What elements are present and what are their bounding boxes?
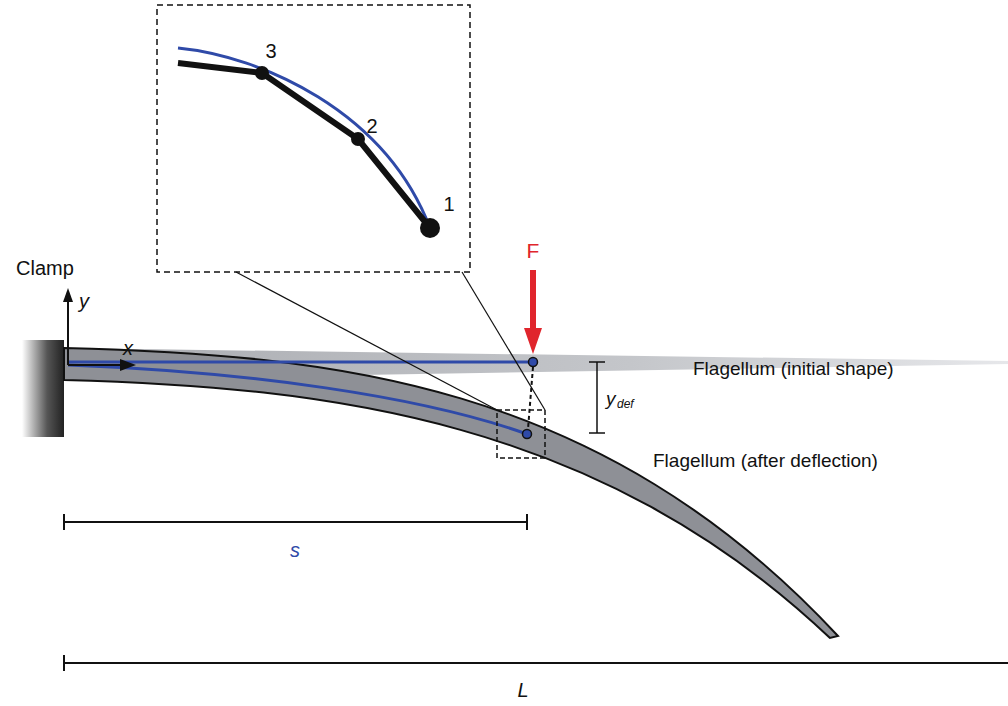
inset-box bbox=[157, 5, 470, 272]
displacement-line bbox=[528, 367, 533, 429]
dimension-line bbox=[64, 521, 527, 523]
callout-number: 2 bbox=[366, 116, 377, 136]
arrowhead bbox=[63, 288, 73, 302]
zoom-box bbox=[497, 410, 545, 458]
label: Flagellum (initial shape) bbox=[693, 359, 894, 378]
callout-number: 3 bbox=[265, 41, 276, 61]
label: Flagellum (after deflection) bbox=[653, 451, 878, 470]
centerline-deflected bbox=[68, 365, 527, 434]
dimension-bracket bbox=[596, 362, 598, 433]
arrowhead bbox=[524, 328, 542, 354]
leader-line bbox=[236, 272, 497, 410]
point bbox=[529, 358, 538, 367]
axis-label: x bbox=[123, 338, 133, 358]
tick bbox=[526, 514, 528, 530]
callout-number: 1 bbox=[443, 194, 454, 214]
flagellum-deflected bbox=[64, 348, 838, 638]
y-axis bbox=[67, 300, 69, 365]
node-point bbox=[420, 218, 440, 238]
point bbox=[523, 430, 532, 439]
arrowhead bbox=[120, 359, 136, 371]
axis-label: y bbox=[79, 291, 89, 311]
segment-chain bbox=[178, 63, 430, 228]
tick bbox=[63, 655, 65, 671]
node-point bbox=[255, 66, 269, 80]
label: Clamp bbox=[16, 258, 74, 278]
centerline-initial bbox=[68, 361, 533, 364]
dimension-label: y bbox=[606, 389, 616, 408]
tick bbox=[589, 361, 605, 363]
clamp bbox=[22, 340, 64, 437]
dimension-label: L bbox=[517, 680, 528, 700]
node-point bbox=[351, 132, 365, 146]
dimension-label: s bbox=[290, 540, 300, 560]
x-axis bbox=[68, 364, 122, 366]
tick bbox=[63, 514, 65, 530]
force-label: F bbox=[527, 240, 540, 261]
dimension-subscript: def bbox=[617, 398, 634, 410]
centerline-zoom bbox=[178, 48, 430, 228]
leader-line bbox=[462, 272, 545, 410]
dimension-line bbox=[64, 662, 1008, 664]
tick bbox=[589, 432, 605, 434]
force-arrow bbox=[530, 270, 536, 332]
